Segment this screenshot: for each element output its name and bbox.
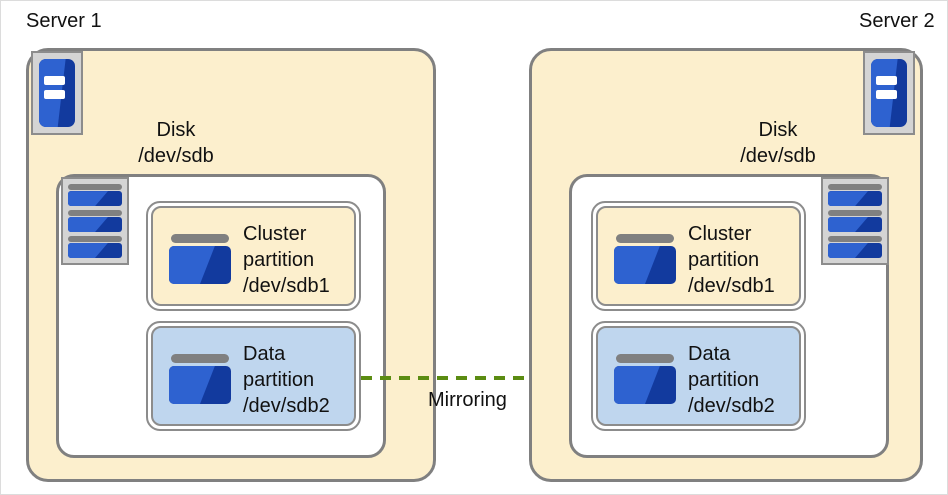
partition-disk-body: [614, 366, 676, 404]
disk-stack-unit: [828, 235, 882, 258]
mirroring-label: Mirroring: [428, 389, 507, 411]
disk-stack-unit-body: [68, 242, 122, 258]
server-tower-bar-2: [876, 90, 897, 100]
partition-disk-top: [171, 354, 229, 363]
partition-disk-body: [169, 366, 231, 404]
disk-stack-icon: [61, 177, 129, 265]
server-tower-icon: [31, 51, 83, 135]
partition-line-3: /dev/sdb1: [243, 275, 330, 297]
server-tower-bar-1: [876, 76, 897, 85]
partition-line-2: partition: [688, 369, 760, 391]
disk-stack-unit-body: [828, 191, 882, 207]
server-1-cluster-partition-text: Cluster partition /dev/sdb1: [243, 221, 330, 299]
partition-line-2: partition: [688, 249, 760, 271]
partition-disk-icon: [169, 234, 231, 284]
server-tower-body: [871, 59, 907, 127]
partition-line-2: partition: [243, 249, 315, 271]
server-2-data-partition-text: Data partition /dev/sdb2: [688, 341, 775, 419]
disk-stack-unit-top: [68, 209, 122, 216]
server-1-data-partition-text: Data partition /dev/sdb2: [243, 341, 330, 419]
partition-disk-top: [616, 234, 674, 243]
partition-line-1: Data: [688, 343, 731, 365]
disk-stack-unit: [68, 235, 122, 258]
partition-line-3: /dev/sdb2: [243, 395, 330, 417]
partition-line-1: Cluster: [243, 223, 307, 245]
server-1-disk-caption: Disk /dev/sdb: [111, 117, 241, 169]
partition-disk-top: [616, 354, 674, 363]
disk-stack-unit-top: [68, 235, 122, 242]
partition-disk-top: [171, 234, 229, 243]
partition-line-2: partition: [243, 369, 315, 391]
disk-stack-unit-top: [828, 184, 882, 190]
server-2-disk-caption: Disk /dev/sdb: [713, 117, 843, 169]
disk-stack-unit-top: [68, 184, 122, 190]
partition-disk-icon: [169, 354, 231, 404]
server-tower-icon: [863, 51, 915, 135]
server-1-label: Server 1: [26, 10, 102, 32]
disk-stack-unit: [828, 184, 882, 207]
disk-device-text: /dev/sdb: [740, 145, 816, 167]
disk-stack-unit: [828, 209, 882, 233]
server-2-cluster-partition-text: Cluster partition /dev/sdb1: [688, 221, 775, 299]
disk-stack-unit-top: [828, 235, 882, 242]
disk-stack-unit: [68, 184, 122, 207]
server-1-cluster-partition: Cluster partition /dev/sdb1: [146, 201, 361, 311]
server-2-label: Server 2: [859, 10, 935, 32]
partition-line-1: Cluster: [688, 223, 752, 245]
disk-stack-unit-body: [68, 217, 122, 233]
server-tower-body: [39, 59, 75, 127]
partition-disk-icon: [614, 234, 676, 284]
partition-line-3: /dev/sdb1: [688, 275, 775, 297]
disk-stack-unit-body: [68, 191, 122, 207]
server-tower-bar-2: [44, 90, 65, 100]
disk-name-text: Disk: [758, 119, 798, 141]
disk-stack-unit-body: [828, 242, 882, 258]
server-2-data-partition: Data partition /dev/sdb2: [591, 321, 806, 431]
disk-stack-unit-body: [828, 217, 882, 233]
partition-disk-body: [169, 246, 231, 284]
disk-device-text: /dev/sdb: [138, 145, 214, 167]
server-2-cluster-partition: Cluster partition /dev/sdb1: [591, 201, 806, 311]
disk-stack-icon: [821, 177, 889, 265]
disk-stack-unit-top: [828, 209, 882, 216]
partition-disk-body: [614, 246, 676, 284]
disk-name-text: Disk: [156, 119, 196, 141]
disk-stack-unit: [68, 209, 122, 233]
partition-line-1: Data: [243, 343, 286, 365]
partition-line-3: /dev/sdb2: [688, 395, 775, 417]
server-1-data-partition: Data partition /dev/sdb2: [146, 321, 361, 431]
server-tower-bar-1: [44, 76, 65, 85]
partition-disk-icon: [614, 354, 676, 404]
